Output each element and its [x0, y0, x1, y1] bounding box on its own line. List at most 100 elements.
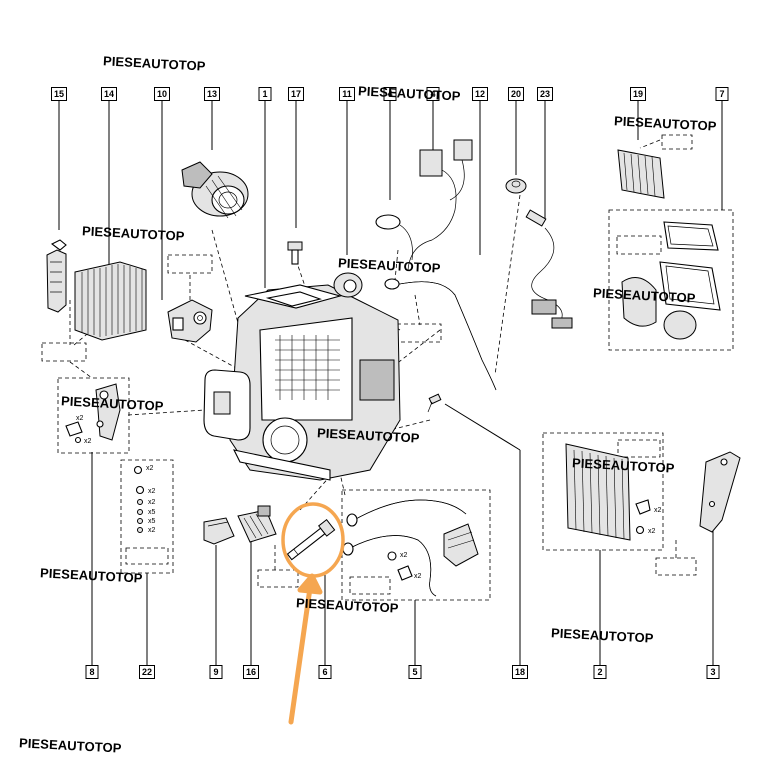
callout-number: 4	[387, 89, 392, 99]
callout-number: 19	[633, 89, 643, 99]
part-9-connector	[203, 517, 235, 545]
callout-number: 20	[511, 89, 521, 99]
qty-label: x2	[146, 465, 154, 472]
callout-2: 2	[593, 665, 607, 679]
callout-20: 20	[508, 87, 524, 101]
callout-number: 3	[710, 667, 715, 677]
callout-box	[408, 665, 422, 679]
part-4-wiring-harness	[375, 139, 473, 271]
callout-17: 17	[288, 87, 304, 101]
part-23-sensor-cable	[525, 209, 573, 329]
callout-box	[706, 665, 720, 679]
callout-4: 4	[383, 87, 397, 101]
callout-22: 22	[139, 665, 155, 679]
callout-box	[101, 87, 117, 101]
callout-box	[139, 665, 155, 679]
callout-8: 8	[85, 665, 99, 679]
group-boxes	[41, 134, 734, 601]
callout-box	[630, 87, 646, 101]
callout-number: 18	[515, 667, 525, 677]
callout-4: 4	[426, 87, 440, 101]
qty-label: x5	[148, 518, 156, 525]
callout-box	[318, 665, 332, 679]
callout-box	[512, 665, 528, 679]
callout-7: 7	[715, 87, 729, 101]
callout-number: 15	[54, 89, 64, 99]
qty-label: x2	[148, 527, 156, 534]
callout-12: 12	[472, 87, 488, 101]
callout-number: 14	[104, 89, 114, 99]
callout-box	[593, 665, 607, 679]
part-18-screw	[427, 393, 442, 413]
callout-number: 2	[597, 667, 602, 677]
part-15-bracket	[46, 239, 67, 313]
callout-box	[508, 87, 524, 101]
callout-number: 16	[246, 667, 256, 677]
callout-11: 11	[339, 87, 355, 101]
callout-number: 11	[342, 89, 352, 99]
part-13-blower-motor	[181, 161, 249, 219]
callout-6: 6	[318, 665, 332, 679]
part-5-hoses: x2 x2	[342, 499, 479, 597]
blower-cover	[203, 369, 251, 441]
callout-1: 1	[258, 87, 272, 101]
part-19-heater-core	[617, 149, 665, 199]
callout-number: 5	[412, 667, 417, 677]
callout-number: 8	[89, 667, 94, 677]
qty-label: x2	[148, 488, 156, 495]
part-12-hose	[384, 278, 497, 391]
callout-box	[85, 665, 99, 679]
callout-number: 9	[213, 667, 218, 677]
callout-box	[243, 665, 259, 679]
callout-15: 15	[51, 87, 67, 101]
housing-grille	[275, 335, 340, 400]
callout-box	[204, 87, 220, 101]
highlight-arrow-head	[297, 573, 323, 595]
part-10-actuator	[167, 299, 213, 343]
qty-label: x2	[148, 499, 156, 506]
callout-box	[339, 87, 355, 101]
callout-9: 9	[209, 665, 223, 679]
highlight-arrow-shaft	[288, 585, 313, 725]
callout-number: 1	[262, 89, 267, 99]
part-8-valve: x2 x2	[65, 383, 121, 445]
part-3-bracket	[699, 451, 741, 533]
qty-label: x2	[84, 438, 92, 445]
part-2-evaporator: x2 x2	[565, 443, 662, 541]
callout-14: 14	[101, 87, 117, 101]
qty-label: x2	[648, 528, 656, 535]
callout-16: 16	[243, 665, 259, 679]
part-1-hvac-housing	[229, 284, 401, 481]
part-20-grommet	[505, 178, 527, 194]
callout-number: 17	[291, 89, 301, 99]
callout-10: 10	[154, 87, 170, 101]
callout-box	[715, 87, 729, 101]
callout-box	[154, 87, 170, 101]
callout-box	[383, 87, 397, 101]
callout-number: 12	[475, 89, 485, 99]
part-7-seals	[621, 221, 721, 340]
part-17-screw	[287, 241, 303, 265]
callout-3: 3	[706, 665, 720, 679]
callout-number: 6	[322, 667, 327, 677]
callout-number: 13	[207, 89, 217, 99]
callout-number: 7	[719, 89, 724, 99]
qty-label: x5	[148, 509, 156, 516]
callout-19: 19	[630, 87, 646, 101]
part-16-resistor	[237, 505, 277, 543]
highlight-annotation	[281, 502, 345, 725]
callout-number: 22	[142, 667, 152, 677]
callout-number: 10	[157, 89, 167, 99]
qty-label: x2	[400, 552, 408, 559]
qty-label: x2	[654, 507, 662, 514]
part-22-fasteners: x2 x2 x2 x5 x5 x2	[133, 465, 156, 534]
callout-number: 4	[430, 89, 435, 99]
leader-lines	[58, 101, 723, 665]
part-14-cabin-filter	[74, 261, 147, 341]
callout-5: 5	[408, 665, 422, 679]
callout-box	[537, 87, 553, 101]
qty-label: x2	[76, 415, 84, 422]
